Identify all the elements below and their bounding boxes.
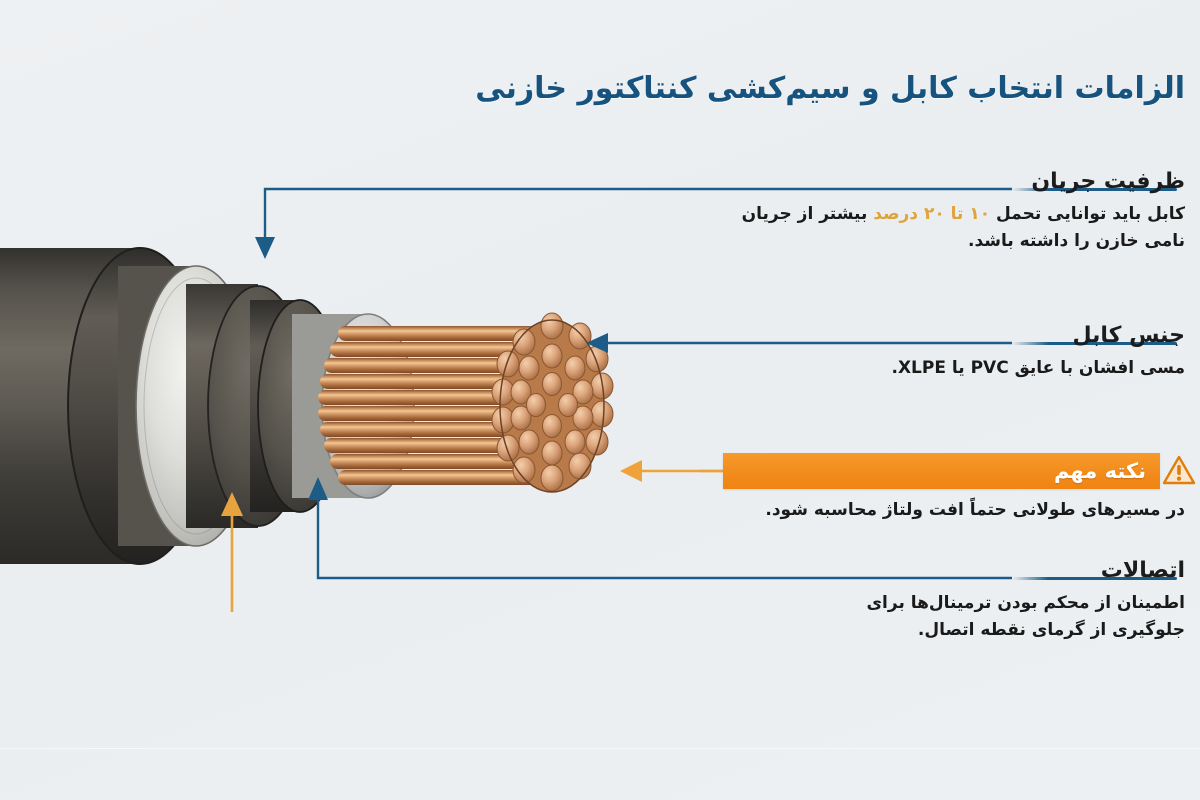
- annotation-body-connections-line2: جلوگیری از گرمای نقطه اتصال.: [917, 619, 1185, 640]
- annotation-cable-type: جنس کابل مسی افشان با عایق PVC یا XLPE.: [725, 323, 1185, 382]
- annotation-body-important-note: در مسیرهای طولانی حتماً افت ولتاژ محاسبه…: [765, 500, 1185, 520]
- cable-layer-copper-strands: [318, 312, 614, 493]
- body-text-highlight: ۱۰ تا ۲۰ درصد: [873, 204, 991, 225]
- heading-rule-current-capacity: [1012, 188, 1177, 191]
- cable-cutaway-illustration: [0, 196, 640, 616]
- annotation-body-current-capacity: کابل باید توانایی تحمل ۱۰ تا ۲۰ درصد بیش…: [725, 201, 1185, 254]
- annotation-important-note: در مسیرهای طولانی حتماً افت ولتاژ محاسبه…: [685, 495, 1185, 523]
- body-text-after: بیشتر از جریان نامی خازن را داشته باشد.: [741, 204, 1185, 251]
- annotation-heading-current-capacity: ظرفیت جریان: [1031, 169, 1185, 194]
- annotation-body-cable-type: مسی افشان با عایق PVC یا XLPE.: [891, 358, 1185, 379]
- heading-rule-cable-type: [1012, 342, 1177, 345]
- annotation-body-connections: اطمینان از محکم بودن ترمینال‌ها برای جلو…: [715, 590, 1185, 643]
- annotation-heading-cable-type: جنس کابل: [1072, 323, 1185, 348]
- annotation-current-capacity: ظرفیت جریان کابل باید توانایی تحمل ۱۰ تا…: [725, 169, 1185, 254]
- annotation-body-connections-line1: اطمینان از محکم بودن ترمینال‌ها برای: [866, 593, 1185, 614]
- warning-triangle-icon: [1162, 455, 1196, 485]
- annotation-heading-connections: اتصالات: [1100, 558, 1185, 583]
- important-note-heading: نکته مهم: [1053, 459, 1146, 483]
- copper-strand-face: [491, 312, 614, 493]
- body-text-before: کابل باید توانایی تحمل: [990, 204, 1185, 225]
- background-seam: [0, 748, 1200, 749]
- annotation-connections: اتصالات اطمینان از محکم بودن ترمینال‌ها …: [715, 558, 1185, 643]
- heading-rule-connections: [1012, 577, 1177, 580]
- cable-svg: [0, 247, 614, 565]
- page-title: الزامات انتخاب کابل و سیم‌کشی کنتاکتور خ…: [475, 71, 1185, 106]
- important-note-banner: نکته مهم: [723, 453, 1160, 489]
